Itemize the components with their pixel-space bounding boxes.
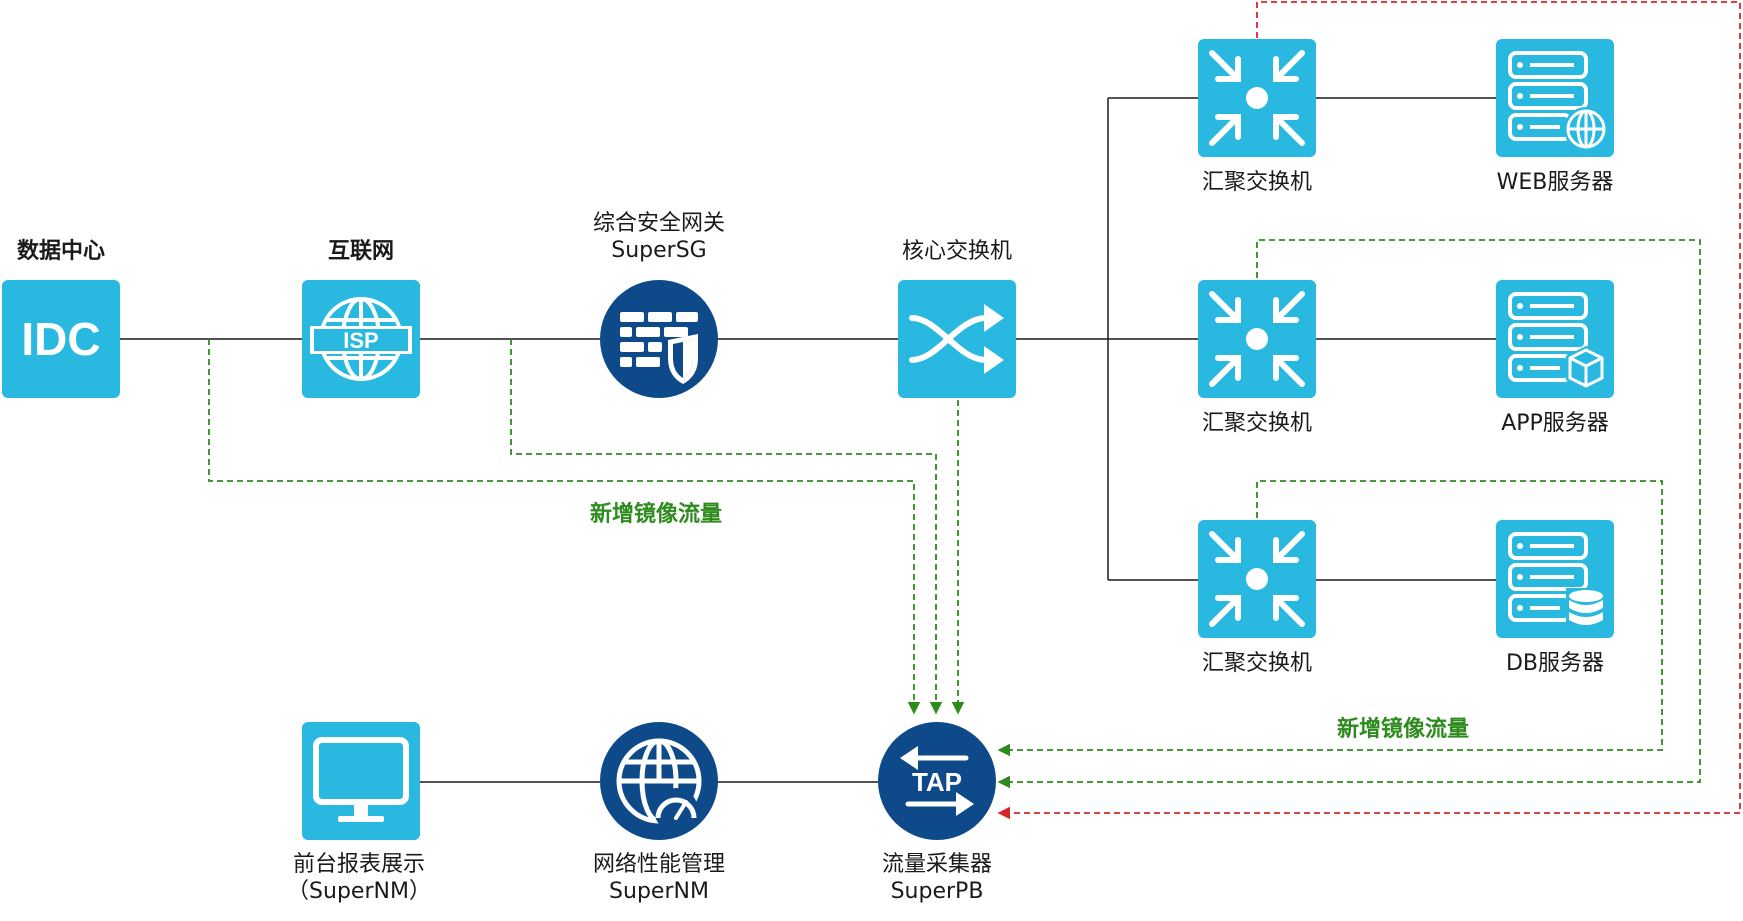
mirror-traffic-label-left: 新增镜像流量 xyxy=(590,502,723,527)
front-display-sublabel: （SuperNM） xyxy=(287,879,431,904)
app-server-icon[interactable] xyxy=(1496,280,1614,398)
mirror-idc-link xyxy=(208,339,921,715)
core-switch-label: 核心交换机 xyxy=(901,239,1012,264)
mirror-traffic-label-right: 新增镜像流量 xyxy=(1337,717,1470,742)
aggregation-switch-icon-2[interactable] xyxy=(1198,280,1316,398)
monitor-icon[interactable] xyxy=(302,722,420,840)
app-server-label: APP服务器 xyxy=(1501,411,1609,436)
internet-icon[interactable]: ISP xyxy=(302,280,420,398)
mirror-agg1 xyxy=(997,1,1741,820)
db-server-icon[interactable] xyxy=(1496,520,1614,638)
tap-sublabel: SuperPB xyxy=(890,879,984,904)
core-switch-icon[interactable] xyxy=(898,280,1016,398)
isp-icon-text: ISP xyxy=(343,328,378,353)
mirror-internet-link xyxy=(510,339,943,715)
npm-label: 网络性能管理 xyxy=(592,852,725,877)
firewall-shield-icon[interactable] xyxy=(600,280,718,398)
mirror-agg2 xyxy=(997,239,1701,789)
npm-sublabel: SuperNM xyxy=(609,879,709,904)
db-server-label: DB服务器 xyxy=(1505,651,1605,676)
aggregation-switch-icon-1[interactable] xyxy=(1198,39,1316,157)
gateway-sublabel: SuperSG xyxy=(611,238,707,263)
internet-label: 互联网 xyxy=(327,239,394,264)
tap-icon-text: TAP xyxy=(912,767,962,797)
tap-icon[interactable]: TAP xyxy=(878,722,996,840)
aggregation-switch-icon-3[interactable] xyxy=(1198,520,1316,638)
mirror-agg3 xyxy=(997,480,1663,757)
idc-label: 数据中心 xyxy=(16,239,105,264)
gateway-label: 综合安全网关 xyxy=(592,211,725,236)
agg-switch-2-label: 汇聚交换机 xyxy=(1201,411,1312,436)
tap-label: 流量采集器 xyxy=(881,852,992,877)
network-performance-icon[interactable] xyxy=(600,722,718,840)
web-server-label: WEB服务器 xyxy=(1496,170,1614,195)
idc-icon[interactable]: IDC xyxy=(2,280,120,398)
agg-switch-1-label: 汇聚交换机 xyxy=(1201,170,1312,195)
agg-switch-3-label: 汇聚交换机 xyxy=(1201,651,1312,676)
web-server-icon[interactable] xyxy=(1496,39,1614,157)
front-display-label: 前台报表展示 xyxy=(292,852,425,877)
idc-icon-text: IDC xyxy=(21,313,100,365)
